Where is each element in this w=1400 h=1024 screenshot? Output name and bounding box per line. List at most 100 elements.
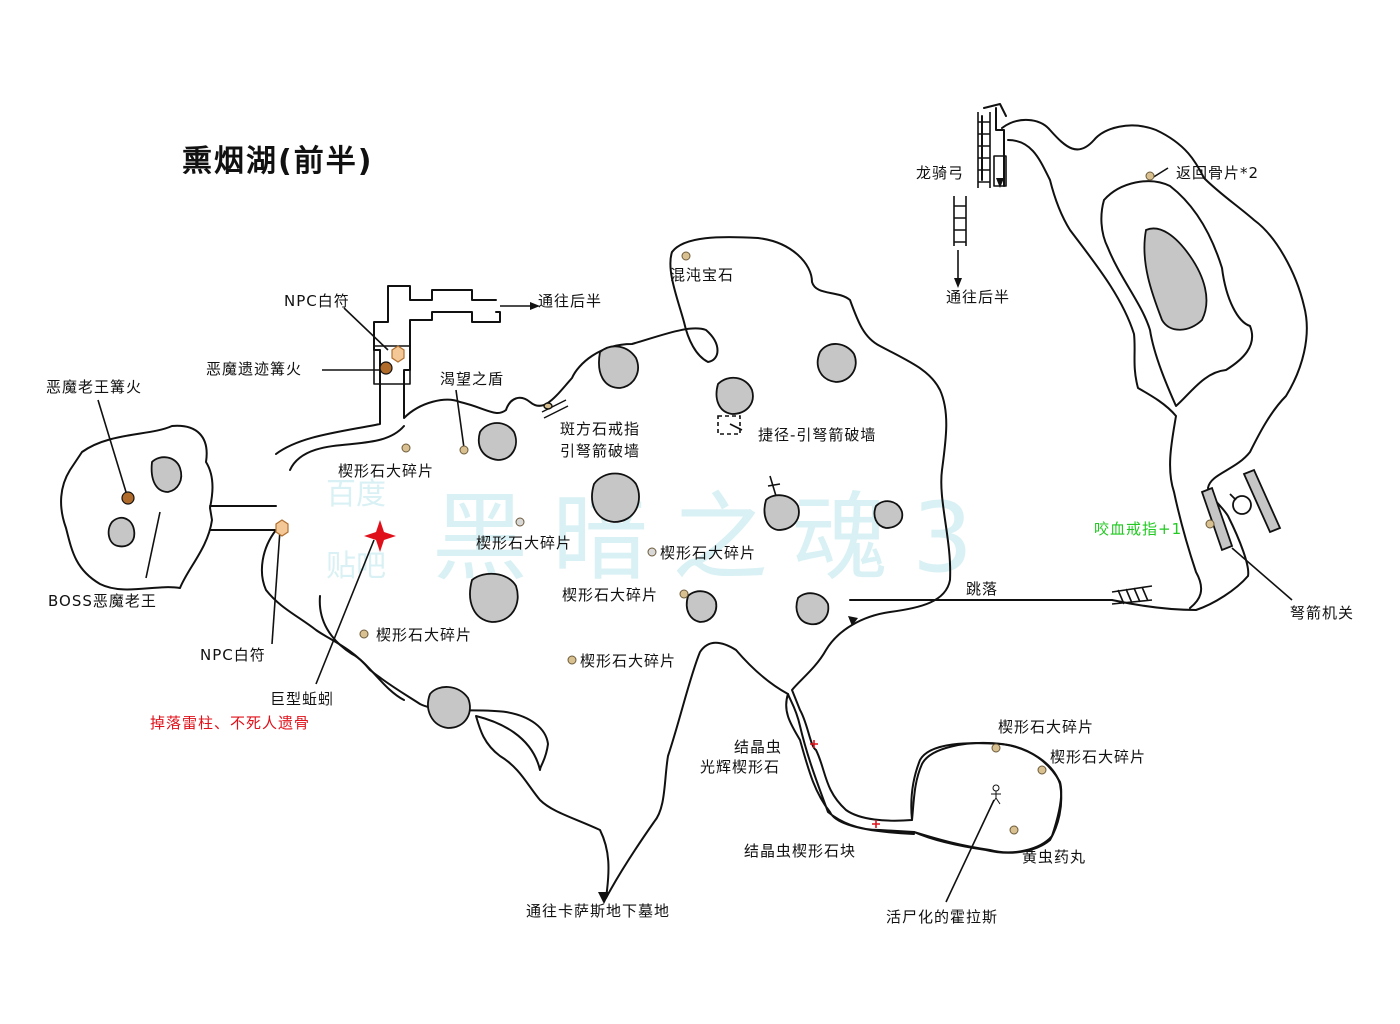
label-crossbow-wall: 引弩箭破墙 [560, 442, 641, 460]
item-marker [515, 517, 525, 527]
ladder-box [993, 155, 1007, 187]
pole-icon [767, 475, 781, 497]
item-marker [1037, 765, 1047, 775]
item-marker [681, 251, 691, 261]
item-marker [647, 547, 657, 557]
item-markers [359, 171, 1215, 835]
item-marker [1009, 825, 1019, 835]
arrow-down-icon [598, 892, 610, 904]
rock [1143, 227, 1208, 331]
crystal-lizard-cross-icon [810, 740, 818, 748]
rock [873, 500, 904, 529]
rock [477, 422, 517, 461]
right-cave-inner [1100, 180, 1253, 407]
rock [598, 345, 639, 389]
item-marker [459, 445, 469, 455]
label-npc-white-sign-left: NPC白符 [200, 646, 266, 664]
label-bloodbite-ring: 咬血戒指+1 [1094, 520, 1183, 538]
label-wanderer-shield: 渴望之盾 [440, 370, 505, 388]
item-marker [991, 743, 1001, 753]
rock [816, 343, 857, 383]
bonfire-icon [121, 491, 135, 505]
rock [107, 516, 136, 548]
item-marker [1145, 171, 1155, 181]
rock [715, 376, 754, 415]
label-large-titanite-shard: 楔形石大碎片 [1050, 748, 1147, 766]
label-large-titanite-shard: 楔形石大碎片 [580, 652, 677, 670]
right-cave-outline [1001, 119, 1308, 611]
rock [150, 456, 183, 493]
rock [591, 472, 640, 523]
label-chaos-gem: 混沌宝石 [670, 266, 735, 284]
arrow-left-icon [848, 616, 858, 626]
label-large-titanite-shard: 楔形石大碎片 [476, 534, 573, 552]
label-speckled-ring: 斑方石戒指 [560, 420, 641, 438]
rock [427, 686, 471, 729]
ladder-icon [953, 112, 991, 246]
white-sign-icon [275, 519, 289, 537]
horace-figure-icon [991, 784, 1001, 805]
label-to-catacombs: 通往卡萨斯地下墓地 [526, 902, 671, 920]
label-drop-line: 掉落雷柱、不死人遗骨 [150, 714, 310, 732]
white-sign-icon [391, 345, 405, 363]
watermark-small-1: 百度 [326, 477, 386, 512]
label-ballista: 弩箭机关 [1290, 604, 1355, 622]
label-jump-down: 跳落 [966, 580, 999, 598]
item-marker [567, 655, 577, 665]
ballista-stem [1229, 493, 1237, 501]
rock [795, 592, 830, 626]
boss-arena-outline [60, 424, 214, 591]
bonfire-icon [379, 361, 393, 375]
crystal-lizard-cross-icon [872, 820, 880, 828]
rope-icon [1111, 585, 1153, 605]
rock [685, 590, 718, 623]
arrow-right-icon [530, 302, 540, 310]
label-yellow-pill: 黄虫药丸 [1022, 848, 1087, 866]
label-npc-white-sign-top: NPC白符 [284, 292, 350, 310]
label-crystal-lizard-chunk: 结晶虫楔形石块 [744, 842, 857, 860]
watermark-small-2: 贴吧 [326, 549, 386, 584]
label-to-second-half-right: 通往后半 [946, 288, 1011, 306]
rock [763, 494, 800, 531]
main-cave-inner-wall [289, 425, 405, 701]
horace-room-outline [911, 742, 1063, 854]
label-twinkling-titanite: 光辉楔形石 [700, 758, 781, 776]
label-dragonrider-bow: 龙骑弓 [916, 164, 965, 182]
label-large-titanite-shard: 楔形石大碎片 [376, 626, 473, 644]
label-demon-ruins-bonfire: 恶魔遗迹篝火 [206, 360, 303, 378]
label-zombie-horace: 活尸化的霍拉斯 [886, 908, 999, 926]
label-crystal-lizard: 结晶虫 [734, 738, 783, 756]
rock [469, 572, 519, 623]
label-large-titanite-shard: 楔形石大碎片 [660, 544, 757, 562]
label-drop-lightning: 掉落雷柱、 [150, 714, 231, 732]
label-boss-old-demon-king: BOSS恶魔老王 [48, 592, 157, 610]
label-old-demon-king-bonfire: 恶魔老王篝火 [46, 378, 143, 396]
ballista-bar [1242, 468, 1282, 534]
page-title: 熏烟湖(前半) [182, 144, 374, 179]
label-large-titanite-shard: 楔形石大碎片 [338, 462, 435, 480]
item-marker [679, 589, 689, 599]
ballista-wheel [1232, 495, 1252, 515]
arrow-down-icon [996, 178, 1004, 188]
label-shortcut-wall: 捷径-引弩箭破墙 [758, 426, 877, 444]
arrow-heads [530, 178, 1004, 904]
speckled-ring-wall-icon [541, 399, 569, 419]
item-marker [401, 443, 411, 453]
main-cave-outline [275, 236, 1063, 854]
label-undead-bone: 不死人遗骨 [230, 714, 311, 732]
main-cave-lower-left [260, 529, 789, 899]
label-return-bone: 返回骨片*2 [1176, 164, 1260, 182]
arrow-down-icon [954, 278, 962, 288]
leader-lines [97, 167, 1293, 903]
boss-corridor [209, 505, 277, 531]
giant-worm-star-icon [364, 520, 396, 552]
label-large-titanite-shard: 楔形石大碎片 [998, 718, 1095, 736]
label-giant-worm: 巨型蚯蚓 [270, 690, 335, 708]
item-marker [359, 629, 369, 639]
shortcut-wall-box [717, 415, 741, 435]
ballista-group [1200, 468, 1282, 552]
label-to-second-half-top: 通往后半 [538, 292, 603, 310]
label-large-titanite-shard: 楔形石大碎片 [562, 586, 659, 604]
